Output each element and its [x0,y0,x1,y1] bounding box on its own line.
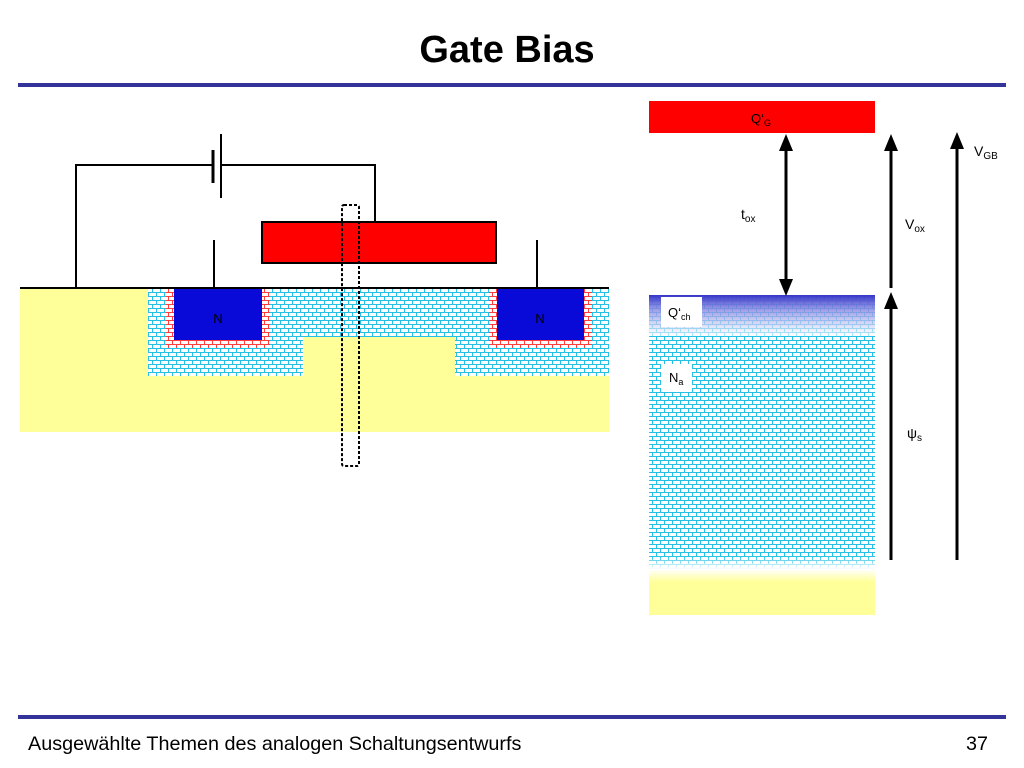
oxide-thickness-arrow-head-bottom [779,279,793,296]
oxide-voltage-subscript: ox [914,224,925,235]
doping-symbol: N [669,370,678,385]
surface-potential-arrow-head [884,292,898,309]
source-label: N [213,311,222,326]
doping-subscript: a [678,377,683,387]
channel-charge-label: Q‘ch [668,305,691,322]
oxide-voltage-arrow-head [884,134,898,151]
gate-bulk-voltage-subscript: GB [983,151,998,162]
slide-title: Gate Bias [419,29,595,71]
doping-label-box [661,364,692,392]
oxide-thickness-arrow-head-top [779,134,793,151]
source-n-region [174,289,262,340]
page-number: 37 [965,733,988,755]
gate-charge-subscript: G [764,118,771,128]
bulk-wire [75,164,213,287]
surface-potential-label: ψs [907,425,922,444]
oxide-voltage-arrow [884,134,898,288]
gate-charge-bar [649,101,875,133]
mosfet-cross-section: N N [20,134,609,467]
gate-bulk-voltage-label: VGB [974,143,998,162]
bulk-transition [649,556,875,582]
title-divider [18,83,1006,87]
channel-charge-label-box [661,297,702,327]
gate-charge-label: Q‘G [751,111,771,128]
surface-potential-arrow [884,292,898,560]
drain-label: N [535,311,544,326]
footer-divider [18,715,1006,719]
oxide-thickness-label: tox [741,206,755,225]
oxide-voltage-label: Vox [905,216,925,235]
surface-potential-symbol: ψ [907,425,917,441]
oxide-thickness-symbol: t [741,206,745,222]
gate-charge-symbol: Q‘ [751,111,764,126]
cut-line-marker [341,204,360,467]
gate-bulk-voltage-arrow-head [950,132,964,149]
surface-potential-subscript: s [917,433,922,444]
doping-label: Na [669,370,683,387]
neutral-bulk [649,582,875,615]
channel-charge-symbol: Q‘ [668,305,681,320]
oxide-thickness-arrow [779,134,793,296]
gate-wire [221,164,376,222]
oxide-voltage-symbol: V [905,216,915,232]
drain-n-region [497,289,584,340]
channel-charge-subscript: ch [681,312,691,322]
footer-course-title: Ausgewählte Themen des analogen Schaltun… [28,733,522,755]
gate-bulk-voltage-symbol: V [974,143,984,159]
gate-cut-diagram: Q‘G Q‘ch Na tox Vox [649,101,998,615]
gate-electrode [261,221,497,264]
semiconductor-region [649,295,875,572]
gate-bulk-voltage-arrow [950,132,964,560]
oxide-thickness-subscript: ox [745,214,756,225]
